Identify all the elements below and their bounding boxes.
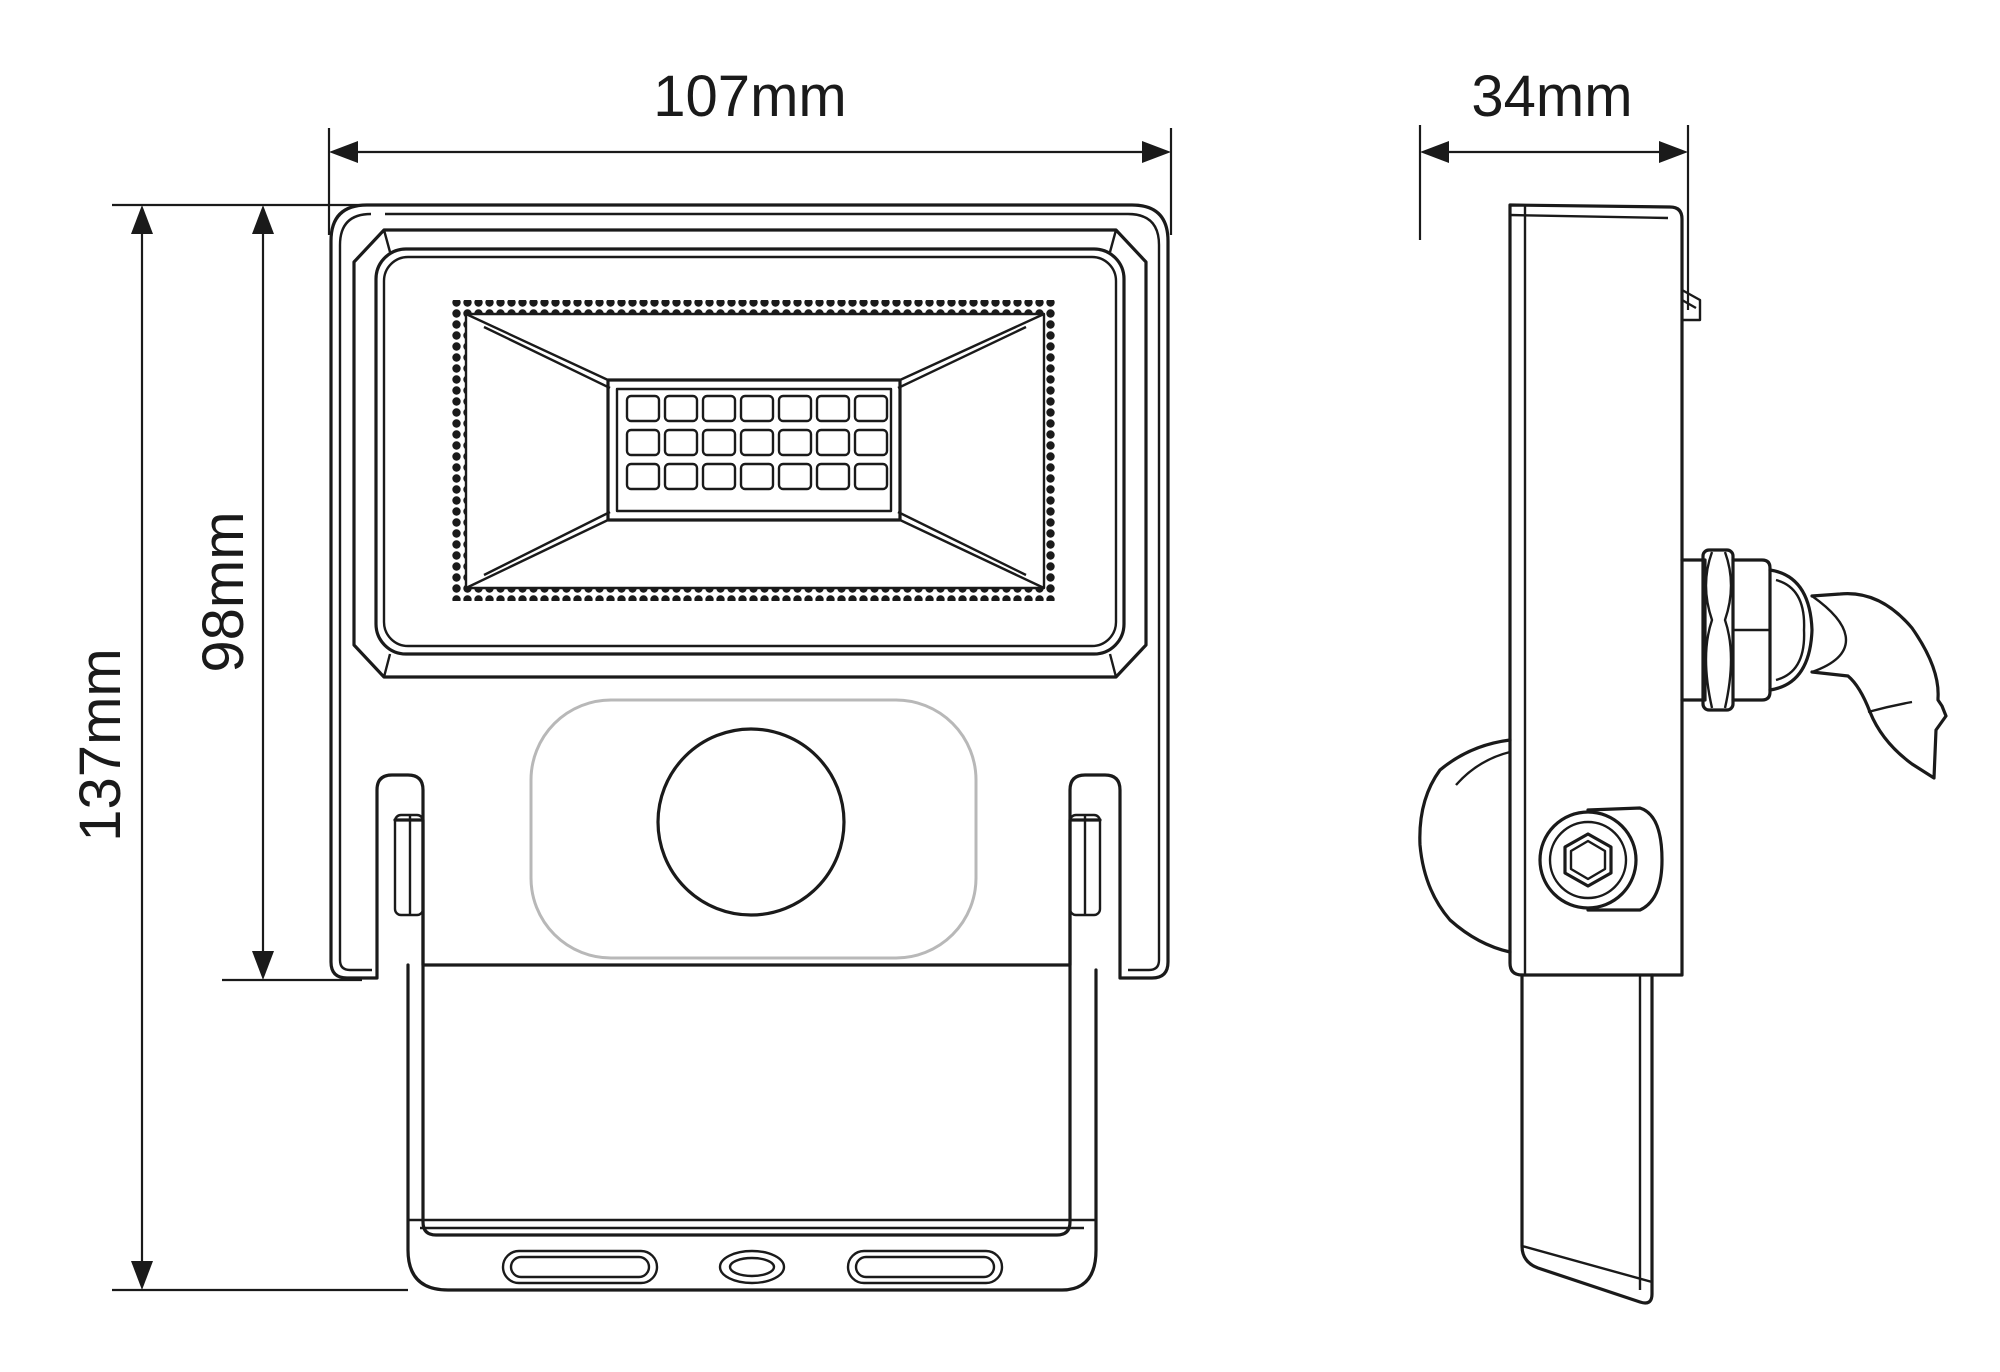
side-bracket-arm (1520, 973, 1654, 1305)
led-chip (701, 462, 737, 491)
side-body (1508, 203, 1684, 977)
led-chip (663, 428, 699, 457)
led-chip (853, 428, 889, 457)
housing-outline (329, 203, 1170, 980)
led-chip (625, 394, 661, 423)
led-chip (739, 394, 775, 423)
led-board (606, 378, 902, 522)
dimension-height-137: 137mm (68, 203, 408, 1292)
led-chip (625, 462, 661, 491)
led-chip (701, 428, 737, 457)
width-107-label: 107mm (653, 64, 846, 129)
cable (1810, 592, 1948, 780)
mount-slot-left (501, 1249, 659, 1285)
mount-slot-right (846, 1249, 1004, 1285)
mount-hole-center (718, 1249, 786, 1285)
depth-34-label: 34mm (1471, 64, 1632, 129)
led-chip (777, 394, 813, 423)
side-sensor-dome (1418, 738, 1512, 954)
front-view (329, 203, 1170, 1292)
lens-frame (374, 247, 1126, 656)
led-chip (815, 462, 851, 491)
pivot-bolt (1538, 806, 1664, 912)
reflector-facets (465, 312, 1045, 590)
led-chip (853, 394, 889, 423)
led-chip (701, 394, 737, 423)
side-view (1418, 203, 1948, 1305)
height-137-label: 137mm (68, 648, 133, 841)
dimension-depth-34: 34mm (1418, 64, 1690, 310)
led-grid (625, 394, 889, 491)
dimension-width-107: 107mm (327, 64, 1173, 235)
led-chip (777, 462, 813, 491)
led-chip (815, 428, 851, 457)
mounting-bracket (393, 813, 1102, 1292)
led-chip (739, 462, 775, 491)
pir-sensor-lens (656, 727, 846, 917)
led-chip (663, 394, 699, 423)
serrated-edge (452, 300, 1057, 601)
led-chip (663, 462, 699, 491)
led-chip (815, 394, 851, 423)
led-chip (853, 462, 889, 491)
height-98-label: 98mm (191, 511, 256, 672)
bezel (352, 228, 1148, 679)
cable-gland (1680, 548, 1814, 712)
dimension-height-98: 98mm (191, 203, 372, 982)
led-chip (625, 428, 661, 457)
sensor-housing (529, 698, 978, 960)
led-chip (777, 428, 813, 457)
led-chip (739, 428, 775, 457)
